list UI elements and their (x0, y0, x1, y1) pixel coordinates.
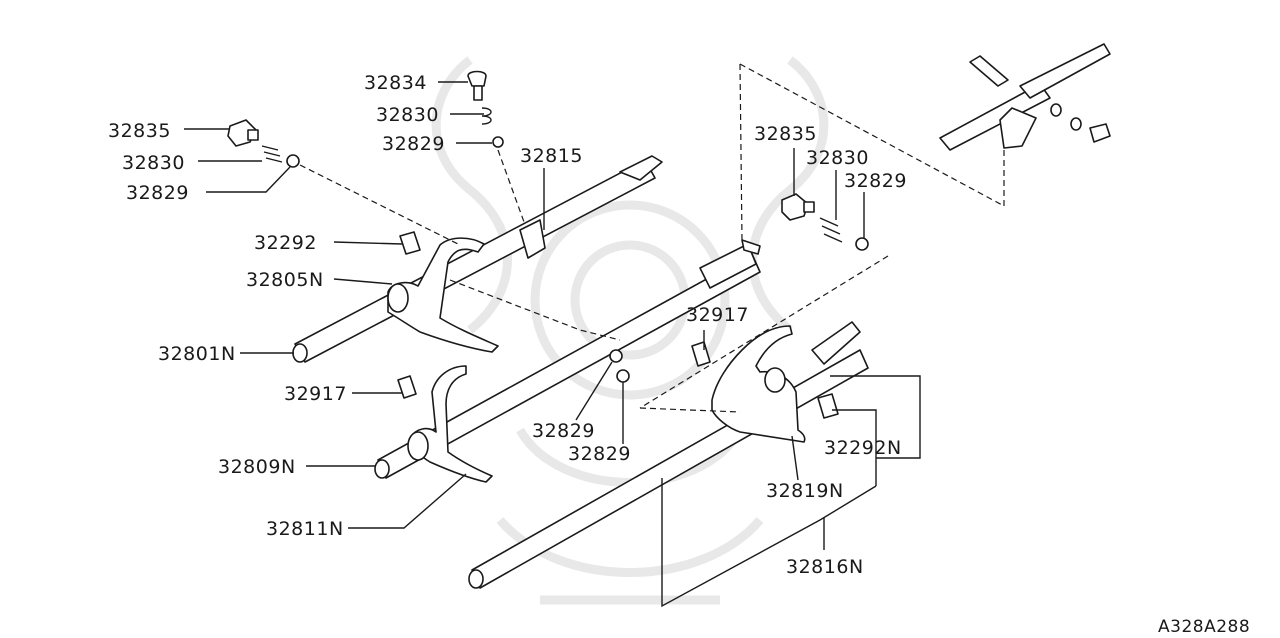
callout-32830-right: 32830 (806, 147, 869, 169)
callout-32292N: 32292N (824, 437, 902, 459)
callout-32834: 32834 (364, 72, 427, 94)
callout-32835-left: 32835 (108, 120, 171, 142)
ball-32829-mid-a (609, 349, 623, 363)
shaft-32809N (374, 239, 761, 479)
callout-32829-mid-b: 32829 (568, 443, 631, 465)
callout-32830-top: 32830 (376, 104, 439, 126)
callout-32805N: 32805N (246, 269, 324, 291)
assembly-guides (299, 63, 1005, 413)
fork-32819N (691, 325, 839, 443)
callout-32829-left: 32829 (126, 182, 189, 204)
callout-32815: 32815 (520, 145, 583, 167)
callout-32809N: 32809N (218, 456, 296, 478)
callout-32829-right: 32829 (844, 170, 907, 192)
detent-set-top (467, 70, 504, 148)
callout-32811N: 32811N (266, 518, 344, 540)
fork-32805N (387, 231, 499, 353)
shaft-32801N (292, 155, 663, 363)
diagram-reference-code: A328A288 (1158, 617, 1250, 637)
detent-set-left (227, 119, 300, 168)
fork-32811N (397, 365, 493, 483)
callout-32917-right: 32917 (686, 304, 749, 326)
detent-set-right (781, 193, 869, 251)
callout-32292: 32292 (254, 232, 317, 254)
callouts: 32834 32830 32829 32835 32830 32829 3281… (108, 72, 907, 578)
callout-32819N: 32819N (766, 480, 844, 502)
callout-32835-right: 32835 (754, 123, 817, 145)
shift-lever-assembly (939, 43, 1111, 151)
callout-32917-left: 32917 (284, 383, 347, 405)
ball-32829-mid-b (616, 369, 630, 383)
callout-32829-mid-a: 32829 (532, 420, 595, 442)
callout-32816N: 32816N (786, 556, 864, 578)
callout-32801N: 32801N (158, 343, 236, 365)
leader-lines (184, 81, 921, 608)
callout-32829-top: 32829 (382, 133, 445, 155)
shaft-32816N (468, 321, 869, 589)
callout-32830-left: 32830 (122, 152, 185, 174)
